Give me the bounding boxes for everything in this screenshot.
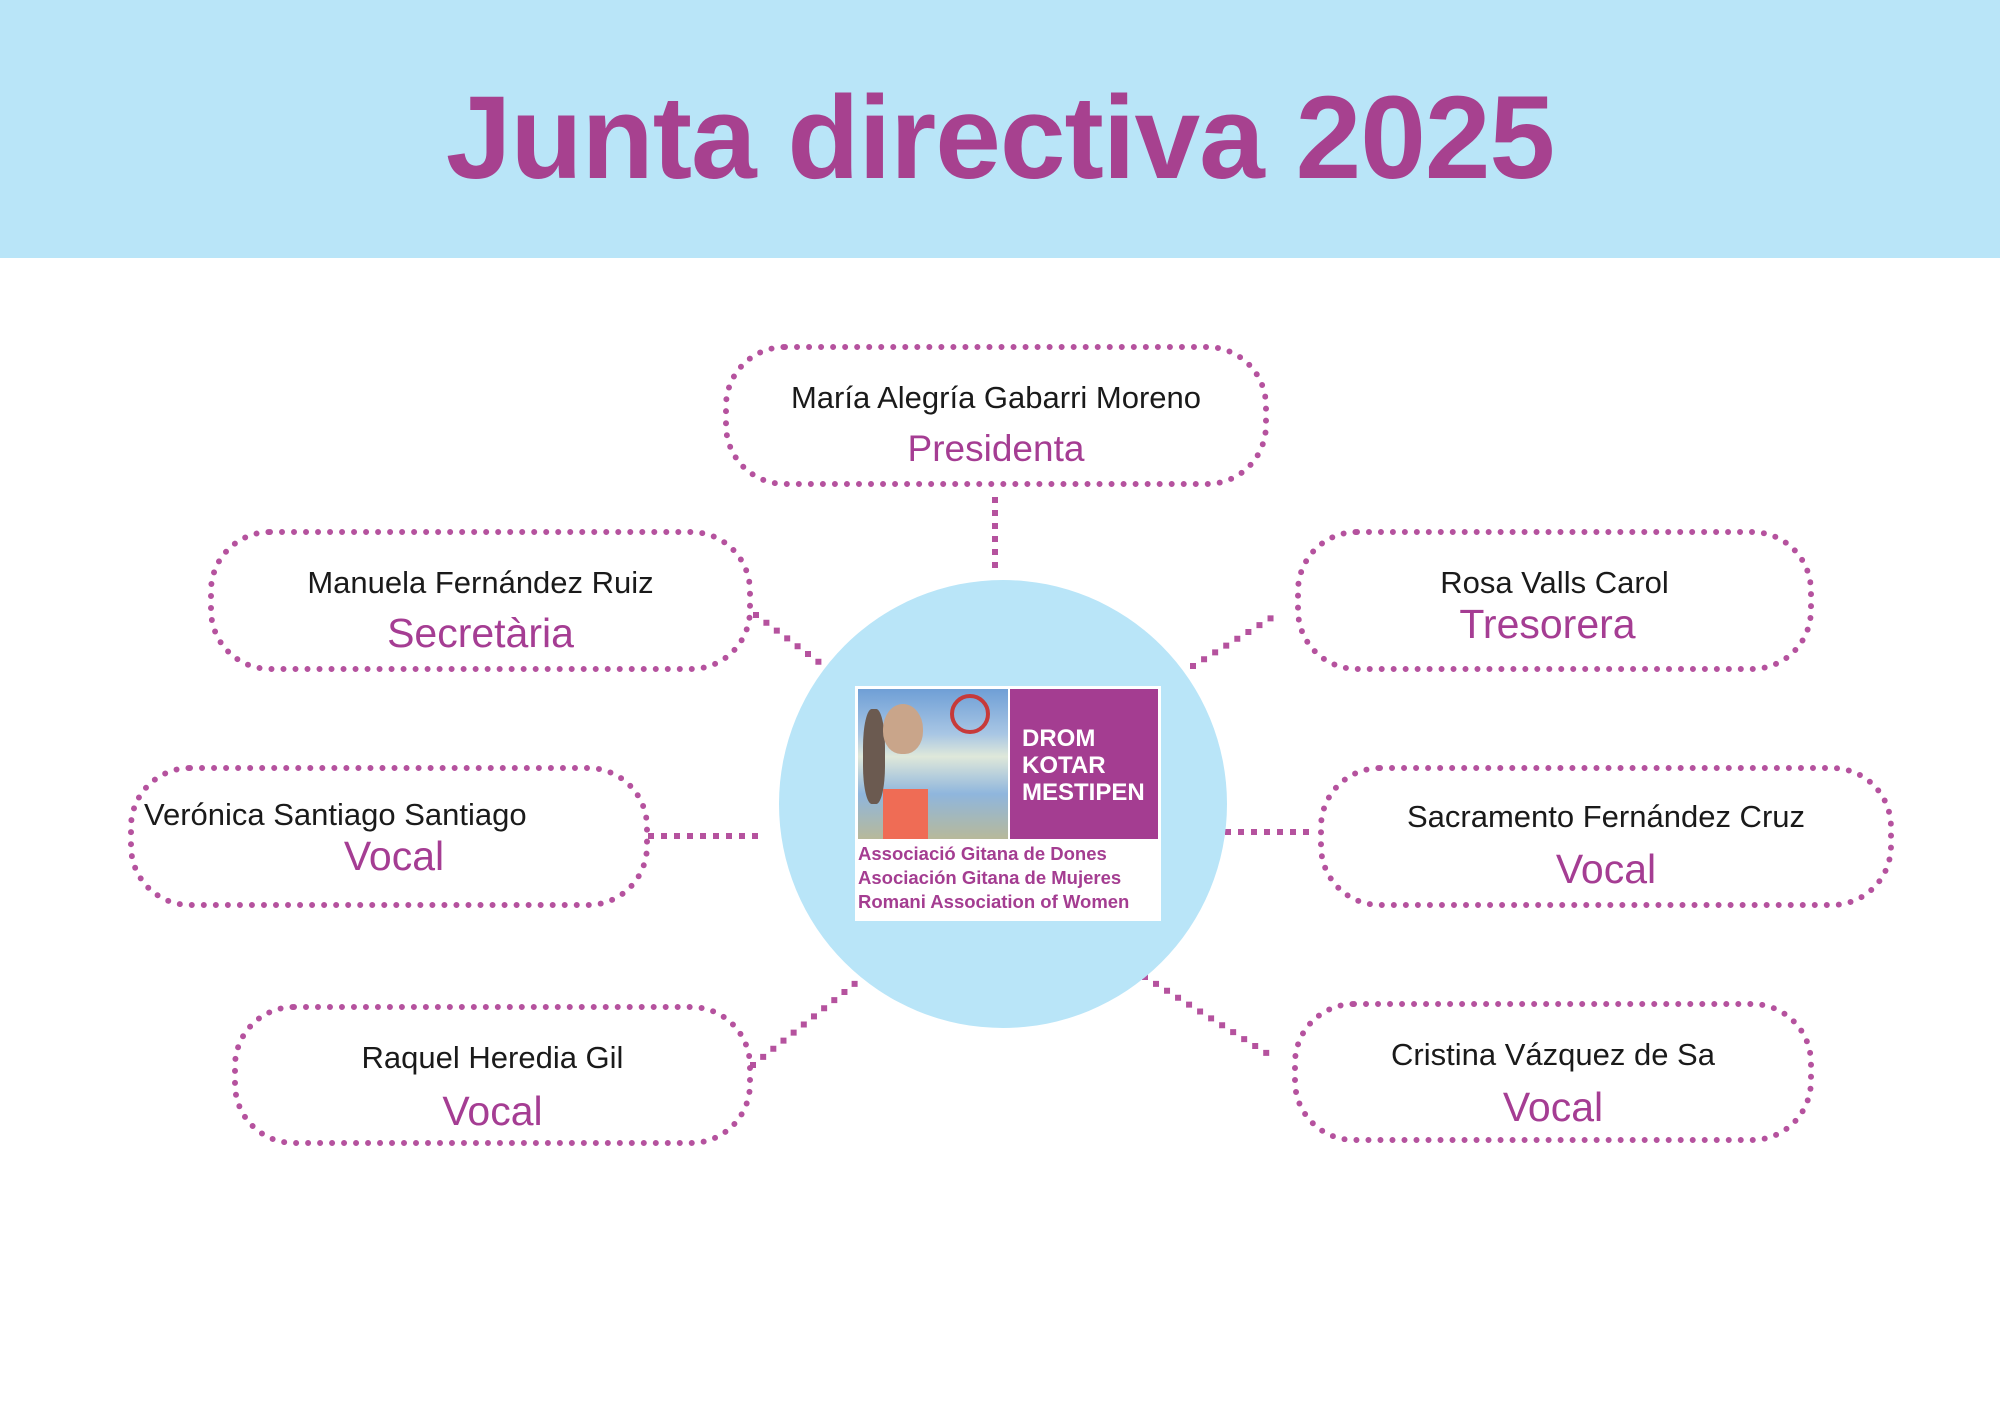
member-card-presidenta: María Alegría Gabarri Moreno Presidenta — [723, 344, 1269, 487]
logo-illustration — [858, 689, 1008, 839]
member-role: Vocal — [1502, 1084, 1604, 1130]
member-role: Tresorera — [1459, 601, 1636, 647]
connector-vocal-4 — [1140, 972, 1281, 1064]
wheel-icon — [950, 694, 990, 734]
member-name: Cristina Vázquez de Sa — [1391, 1037, 1715, 1072]
member-card-tresorera: Rosa Valls Carol Tresorera — [1295, 529, 1814, 672]
logo-brand: DROM KOTAR MESTIPEN — [1010, 689, 1158, 839]
member-role: Vocal — [1555, 846, 1657, 892]
member-card-secretaria: Manuela Fernández Ruiz Secretària — [208, 529, 753, 672]
member-role: Presidenta — [907, 428, 1085, 469]
illustration-head — [883, 704, 923, 754]
illustration-dress — [883, 789, 928, 839]
brand-line: DROM — [1022, 725, 1096, 752]
subtitle-line: Romani Association of Women — [858, 891, 1130, 912]
member-name: Verónica Santiago Santiago — [144, 797, 527, 832]
member-role: Vocal — [343, 833, 445, 879]
association-logo: DROM KOTAR MESTIPEN Associació Gitana de… — [855, 686, 1161, 921]
subtitle-line: Asociación Gitana de Mujeres — [858, 867, 1122, 888]
header-banner: Junta directiva 2025 — [0, 0, 2000, 258]
illustration-hair — [863, 709, 885, 804]
member-name: Sacramento Fernández Cruz — [1406, 799, 1806, 834]
member-role: Secretària — [387, 610, 574, 656]
subtitle-line: Associació Gitana de Dones — [858, 843, 1107, 864]
brand-line: KOTAR — [1022, 752, 1106, 779]
page-title: Junta directiva 2025 — [445, 72, 1555, 204]
connector-vocal-3 — [748, 977, 862, 1070]
member-card-vocal: Raquel Heredia Gil Vocal — [232, 1004, 753, 1146]
member-name: Manuela Fernández Ruiz — [307, 565, 654, 600]
member-card-vocal: Verónica Santiago Santiago Vocal — [128, 765, 650, 908]
connector-secretaria — [751, 610, 825, 668]
logo-subtitle: Associació Gitana de Dones Asociación Gi… — [858, 842, 1129, 914]
member-name: María Alegría Gabarri Moreno — [790, 380, 1202, 415]
connector-tresorera — [1188, 610, 1281, 671]
brand-line: MESTIPEN — [1022, 779, 1145, 806]
member-card-vocal: Cristina Vázquez de Sa Vocal — [1292, 1001, 1814, 1143]
member-role: Vocal — [442, 1088, 543, 1134]
member-card-vocal: Sacramento Fernández Cruz Vocal — [1318, 765, 1894, 908]
member-name: Rosa Valls Carol — [1440, 565, 1669, 600]
member-name: Raquel Heredia Gil — [361, 1040, 624, 1075]
